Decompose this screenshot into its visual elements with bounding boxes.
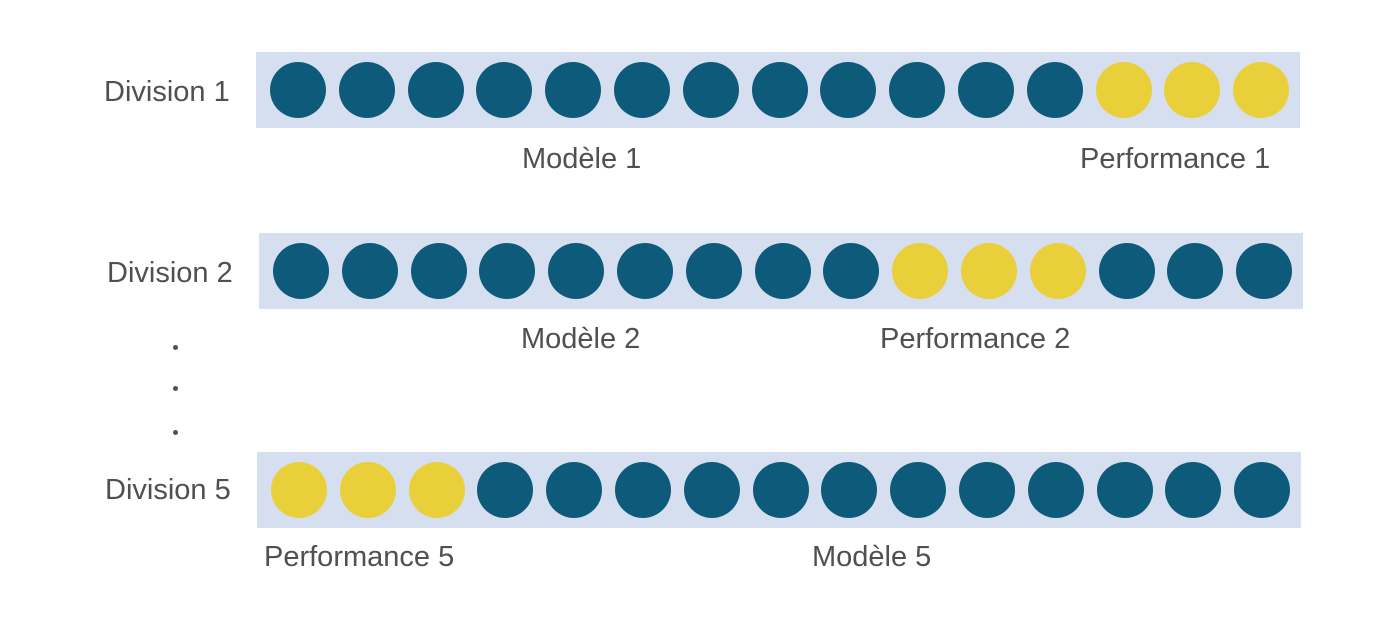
performance-fold-dot (339, 462, 396, 518)
model-fold-dot (1165, 462, 1222, 518)
model-fold-dot (752, 462, 809, 518)
model-fold-dot (407, 62, 464, 118)
model-fold-dot (273, 243, 329, 299)
model-fold-dot (1234, 462, 1291, 518)
model-fold-dot (1167, 243, 1224, 299)
division-2-model-label: Modèle 2 (521, 323, 641, 355)
model-fold-dot (751, 62, 808, 118)
model-fold-dot (959, 462, 1015, 518)
model-fold-dot (823, 243, 880, 299)
performance-fold-dot (408, 462, 465, 518)
model-fold-dot (890, 462, 947, 518)
model-fold-dot (1236, 243, 1293, 299)
division-1-performance-label: Performance 1 (1080, 143, 1271, 175)
model-fold-dot (889, 62, 946, 118)
model-fold-dot (614, 62, 670, 118)
ellipsis-dot-1 (173, 345, 178, 350)
division-5-band (257, 452, 1301, 528)
performance-fold-dot (892, 243, 949, 299)
model-fold-dot (270, 62, 326, 118)
model-fold-dot (820, 62, 877, 118)
model-fold-dot (477, 462, 534, 518)
model-fold-dot (617, 243, 673, 299)
model-fold-dot (615, 462, 671, 518)
model-fold-dot (1026, 62, 1083, 118)
division-2-band (259, 233, 1303, 309)
model-fold-dot (821, 462, 878, 518)
model-fold-dot (410, 243, 467, 299)
ellipsis-dot-3 (173, 430, 178, 435)
model-fold-dot (685, 243, 742, 299)
model-fold-dot (338, 62, 395, 118)
model-fold-dot (548, 243, 605, 299)
model-fold-dot (754, 243, 811, 299)
model-fold-dot (1098, 243, 1155, 299)
model-fold-dot (958, 62, 1014, 118)
model-fold-dot (479, 243, 536, 299)
division-5-performance-label: Performance 5 (264, 541, 455, 573)
division-5-label: Division 5 (105, 474, 231, 506)
model-fold-dot (545, 62, 602, 118)
model-fold-dot (683, 462, 740, 518)
division-2-label: Division 2 (107, 257, 233, 289)
model-fold-dot (546, 462, 603, 518)
model-fold-dot (682, 62, 739, 118)
division-1-band (256, 52, 1300, 128)
performance-fold-dot (1164, 62, 1221, 118)
ellipsis-dot-2 (173, 386, 178, 391)
performance-fold-dot (271, 462, 327, 518)
performance-fold-dot (1233, 62, 1290, 118)
performance-fold-dot (1029, 243, 1086, 299)
division-2-performance-label: Performance 2 (880, 323, 1071, 355)
division-1-label: Division 1 (104, 76, 230, 108)
model-fold-dot (476, 62, 533, 118)
model-fold-dot (1027, 462, 1084, 518)
division-1-model-label: Modèle 1 (522, 143, 642, 175)
model-fold-dot (1096, 462, 1153, 518)
performance-fold-dot (961, 243, 1017, 299)
model-fold-dot (341, 243, 398, 299)
performance-fold-dot (1095, 62, 1152, 118)
division-5-model-label: Modèle 5 (812, 541, 932, 573)
